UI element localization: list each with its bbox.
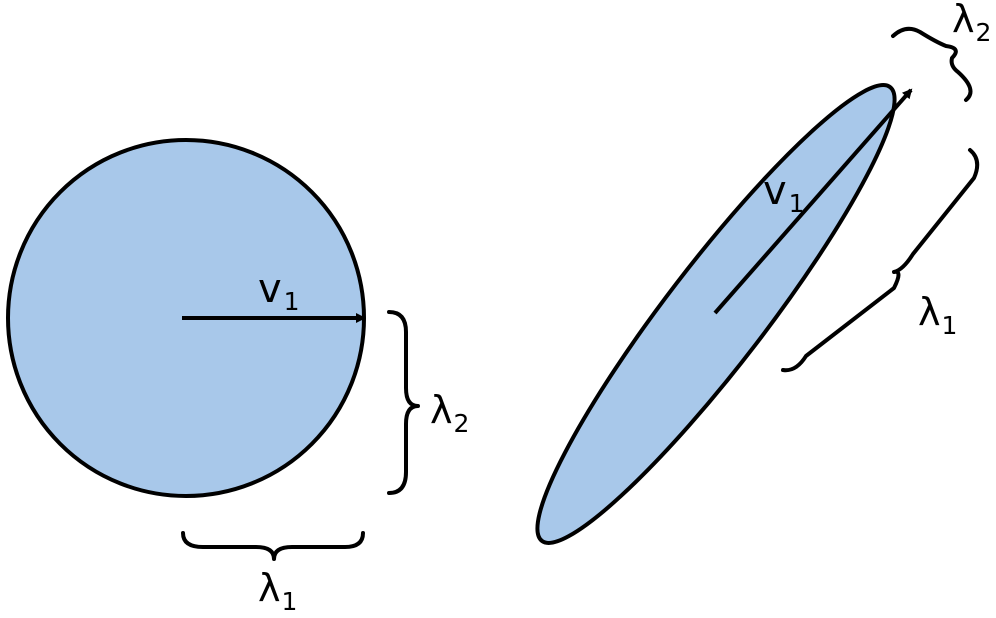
lambda1-brace-right (781, 148, 980, 373)
lambda2-label-left: λ2 (430, 388, 469, 438)
v1-label-right: v1 (763, 168, 805, 218)
ellipse-shape (535, 83, 897, 545)
left-panel: v1 λ2 λ1 (6, 138, 469, 616)
right-panel: v1 λ1 λ2 (535, 0, 991, 545)
lambda2-brace-right (891, 26, 973, 102)
v1-arrow-right (713, 88, 913, 315)
lambda1-label-left: λ1 (258, 566, 297, 616)
lambda2-brace-left (387, 310, 420, 495)
lambda1-label-right: λ1 (918, 290, 957, 340)
lambda2-label-right: λ2 (952, 0, 991, 47)
lambda1-brace-left (181, 531, 365, 561)
v1-label-left: v1 (258, 266, 300, 316)
